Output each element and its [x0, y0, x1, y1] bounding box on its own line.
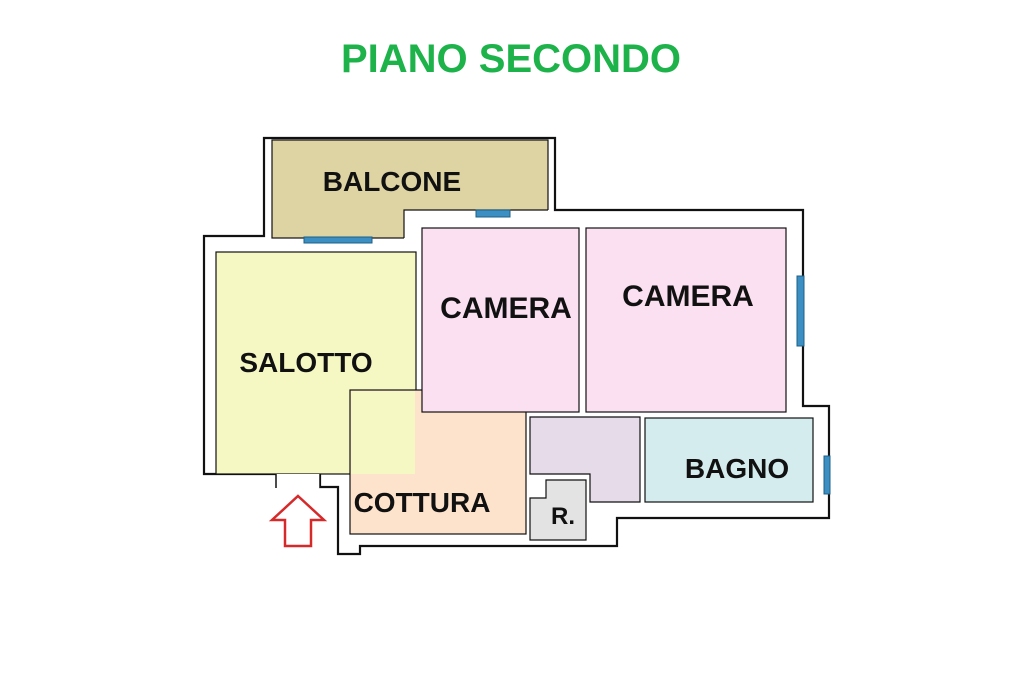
window-camera-1: [475, 209, 511, 218]
window-bagno: [823, 455, 831, 495]
floor-title: PIANO SECONDO: [341, 37, 681, 81]
room-camera-2[interactable]: [585, 227, 787, 413]
room-disimpegno[interactable]: [529, 416, 641, 503]
label-cottura: COTTURA: [354, 487, 491, 518]
label-balcone: BALCONE: [323, 166, 461, 197]
label-salotto: SALOTTO: [239, 347, 372, 378]
room-bagno[interactable]: [644, 417, 814, 503]
entrance-arrow-icon: [268, 494, 328, 548]
label-camera-2: CAMERA: [622, 280, 754, 313]
room-cottura-overlap: [351, 391, 415, 474]
window-salotto: [303, 236, 373, 244]
window-camera-2: [796, 275, 805, 347]
label-camera-1: CAMERA: [440, 292, 572, 325]
door-gap-salotto-bottom: [276, 474, 320, 488]
label-bagno: BAGNO: [685, 453, 789, 484]
label-ripostiglio: R.: [551, 503, 575, 530]
room-ripostiglio[interactable]: [529, 479, 587, 541]
room-camera-1[interactable]: [421, 227, 580, 413]
